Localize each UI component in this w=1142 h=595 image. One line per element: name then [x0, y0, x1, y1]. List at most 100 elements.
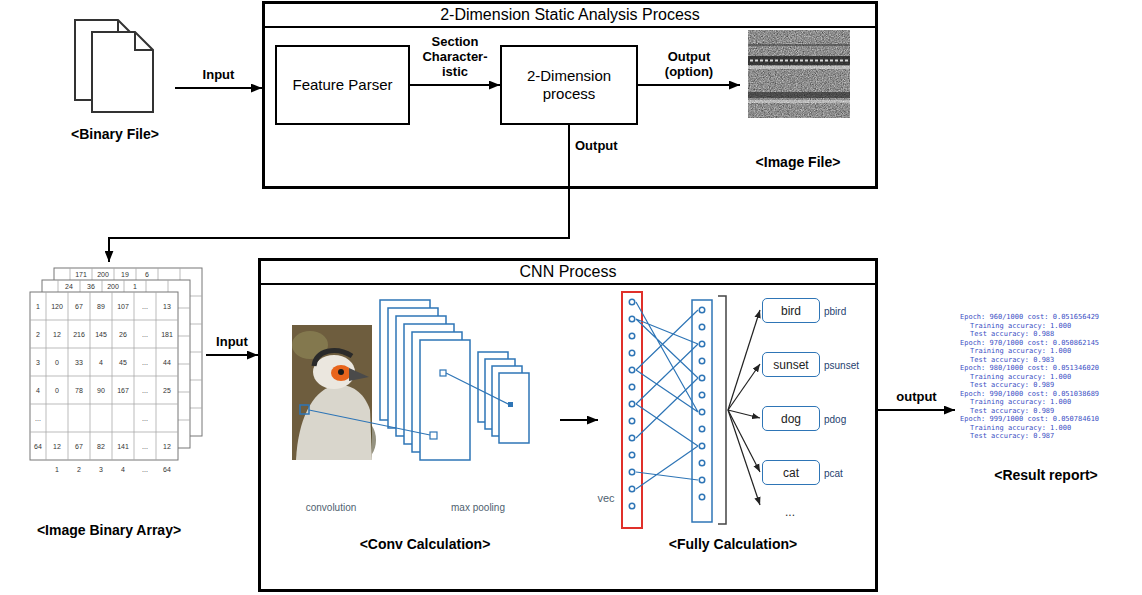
caption-text: <Image File>	[756, 154, 841, 170]
process-group: CNN Process <Conv Calculation> <Fully Calc…	[258, 258, 878, 592]
matrix-value: 145	[95, 331, 107, 338]
edge-label: output	[896, 390, 936, 405]
row-number: 64	[34, 443, 42, 450]
matrix-value: 6	[145, 271, 149, 278]
matrix-value: 78	[75, 387, 83, 394]
log-line: Test accuracy: 0.989	[970, 408, 1054, 415]
class-name: cat	[783, 466, 799, 480]
title-band: CNN Process	[261, 261, 875, 285]
column-number: ...	[142, 466, 148, 473]
matrix-value: ...	[142, 443, 148, 450]
neuron-dots	[630, 302, 634, 522]
flow-arrow	[638, 84, 740, 86]
photo-background	[292, 325, 372, 460]
matrix-value: 167	[117, 387, 129, 394]
matrix-value: 12	[53, 443, 61, 450]
pooled-map	[499, 373, 529, 443]
neuron-dots	[700, 310, 704, 514]
process-label: Feature Parser	[286, 76, 398, 94]
matrix-value: ...	[142, 387, 148, 394]
flow-arrow	[410, 84, 500, 86]
matrix-value: 89	[97, 303, 105, 310]
image-stripe	[748, 92, 850, 98]
log-line: Epoch: 999/1000 cost: 0.050784610	[960, 416, 1099, 423]
bird-body	[296, 385, 372, 460]
class-box: catpcat	[762, 460, 820, 485]
image-stripe	[750, 60, 848, 62]
image-array: <Image Binary Array>	[12, 262, 206, 538]
caption-text: <Image Binary Array>	[37, 522, 181, 538]
log-line: Epoch: 970/1000 cost: 0.050862145	[960, 340, 1099, 347]
projection-line	[446, 373, 510, 405]
layer-label: convolution	[306, 503, 357, 513]
matrix-value: 181	[161, 331, 173, 338]
matrix-value: 107	[117, 303, 129, 310]
class-box: sunsetpsunset	[762, 352, 820, 377]
process-group: 2-Dimension Static Analysis ProcessFeatu…	[262, 1, 878, 189]
feature-map	[420, 340, 470, 460]
group-title: CNN Process	[520, 263, 617, 281]
class-probability: psunset	[824, 359, 859, 370]
fc-figure: <Fully Calculation>birdpbirdsunsetpsunse…	[598, 288, 868, 552]
log-line: Training accuracy: 1.000	[970, 399, 1071, 406]
matrix-value: 33	[75, 359, 83, 366]
hidden-column	[692, 300, 712, 522]
neuron-dots	[629, 302, 636, 522]
matrix-value: 36	[87, 283, 95, 290]
matrix-value: 141	[117, 443, 129, 450]
flow-arrow	[206, 354, 258, 356]
conv-figure: <Conv Calculation>	[290, 318, 560, 552]
log-line: Test accuracy: 0.987	[970, 433, 1054, 440]
class-name: dog	[781, 412, 801, 426]
matrix-value: 25	[163, 387, 171, 394]
matrix-value: 0	[55, 387, 59, 394]
bracket	[718, 296, 726, 524]
column-number: 4	[121, 466, 125, 473]
projection-line	[309, 410, 430, 435]
matrix-value: 67	[75, 443, 83, 450]
row-number: 4	[36, 387, 40, 394]
image-stripe	[748, 44, 850, 46]
edge-label: Input	[216, 335, 248, 350]
class-arrow	[728, 410, 760, 418]
column-number: 2	[77, 466, 81, 473]
caption-text: <Fully Calculation>	[669, 536, 797, 552]
class-arrow	[728, 310, 760, 410]
column-number: 1	[55, 466, 59, 473]
kernel-patch	[300, 405, 309, 414]
matrix-value: 44	[163, 359, 171, 366]
image-stripe	[748, 56, 850, 65]
column-number: 3	[99, 466, 103, 473]
matrix-value: 45	[119, 359, 127, 366]
bird-head	[313, 355, 355, 389]
log-line: Epoch: 990/1000 cost: 0.051038689	[960, 391, 1099, 398]
bird-eye	[338, 369, 344, 375]
title-band: 2-Dimension Static Analysis Process	[265, 4, 875, 28]
edge-label: Section Character-istic	[418, 35, 492, 80]
flow-arrow	[109, 125, 569, 262]
bird-crest	[314, 351, 352, 366]
edge-label: Input	[203, 68, 235, 83]
vector-label: vec	[597, 493, 614, 504]
row-number: 3	[36, 359, 40, 366]
neuron-dots	[699, 310, 706, 514]
process-label: 2-Dimension process	[502, 67, 636, 103]
flow-arrow	[878, 409, 955, 411]
class-probability: pdog	[824, 413, 846, 424]
class-name: sunset	[773, 358, 808, 372]
caption-text: <Result report>	[994, 467, 1097, 483]
process-box: 2-Dimension process	[500, 45, 638, 125]
class-name: bird	[781, 304, 801, 318]
matrix-value: 90	[97, 387, 105, 394]
row-number: ...	[35, 415, 41, 422]
log-line: Training accuracy: 1.000	[970, 323, 1071, 330]
document-icon	[92, 32, 153, 112]
ellipsis: ...	[785, 506, 795, 518]
image-stripe	[748, 100, 850, 103]
matrix-value: 12	[163, 443, 171, 450]
image-file: <Image File>	[740, 26, 856, 170]
bird-face	[331, 365, 351, 381]
edge-label: Output (option)	[658, 50, 720, 80]
matrix-value: 67	[75, 303, 83, 310]
file-icon: <Binary File>	[55, 10, 175, 142]
